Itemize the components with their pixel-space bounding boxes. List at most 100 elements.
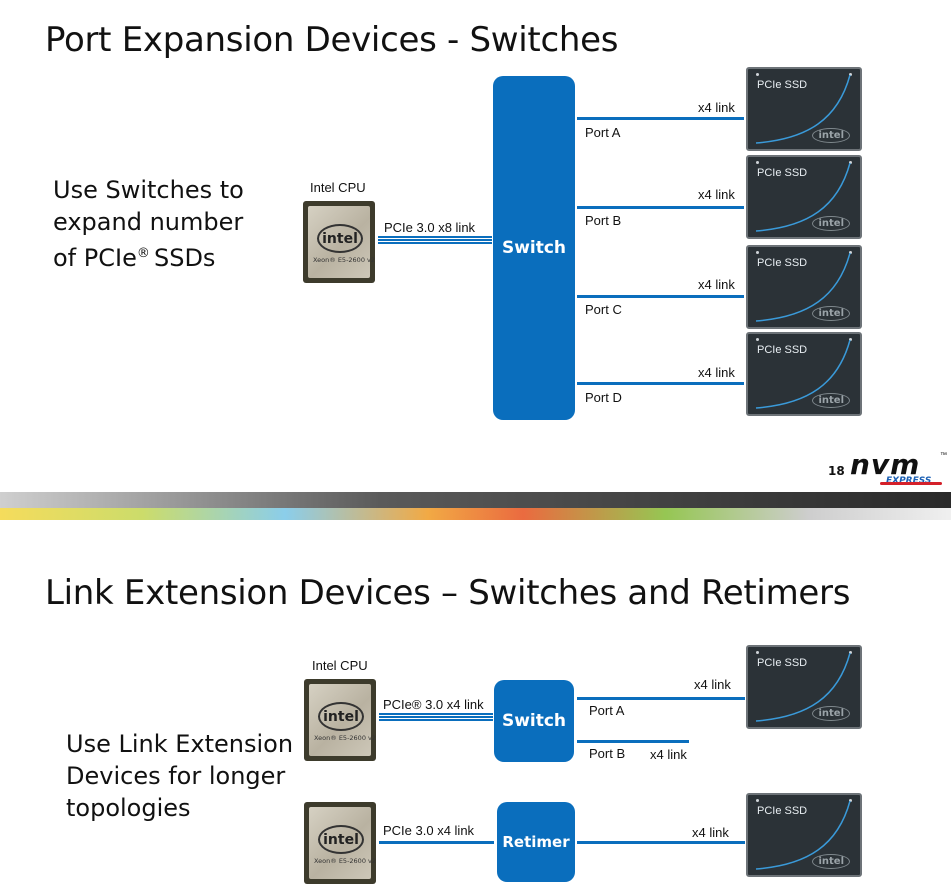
cpu-label: Intel CPU: [310, 180, 366, 195]
ssd-b: PCIe SSD intel: [746, 155, 862, 239]
cpu2-chip: intel Xeon® E5-2600 v2: [304, 802, 376, 884]
bullet-line-3: topologies: [66, 794, 191, 822]
screw-dot: [756, 338, 759, 341]
port-c-label: Port C: [585, 302, 622, 317]
divider-color-stripe: [0, 508, 951, 520]
cpu-face: intel Xeon® E5-2600 v2: [309, 807, 376, 879]
screw-dot: [756, 161, 759, 164]
ssd-label: PCIe SSD: [757, 805, 808, 817]
cpu2-link-line: [379, 841, 494, 844]
intel-logo: intel: [812, 393, 850, 408]
cpu-face: intel Xeon® E5-2600 v2: [308, 206, 375, 278]
swoosh-graphic: [755, 74, 851, 144]
screw-dot: [849, 161, 852, 164]
intel-logo: intel: [812, 216, 850, 231]
ssd-label: PCIe SSD: [757, 657, 808, 669]
screw-dot: [756, 799, 759, 802]
port-b-line: [577, 206, 744, 209]
port-a-line: [577, 117, 744, 120]
swoosh-graphic: [755, 252, 851, 322]
port-a-label: Port A: [585, 125, 621, 140]
screw-dot: [849, 799, 852, 802]
retimer-link-label: x4 link: [692, 825, 729, 840]
cpu1-chip: intel Xeon® E5-2600 v2: [304, 679, 376, 761]
intel-logo: intel: [318, 825, 364, 854]
bullet-line-1: Use Switches to: [53, 176, 244, 204]
switch-box: Switch: [493, 76, 575, 420]
nvm-swoosh: [880, 482, 942, 485]
ssd-d: PCIe SSD intel: [746, 332, 862, 416]
switch-box-2: Switch: [494, 680, 574, 762]
screw-dot: [849, 651, 852, 654]
port-d-label: Port D: [585, 390, 622, 405]
intel-logo: intel: [812, 306, 850, 321]
port-b-label-2: Port B: [589, 746, 626, 761]
cpu-model: Xeon® E5-2600 v2: [314, 857, 377, 865]
divider-dark-band: [0, 492, 951, 508]
page-number: 18: [828, 464, 845, 478]
uplink-line: [378, 236, 492, 244]
slide1-title: Port Expansion Devices - Switches: [45, 20, 619, 60]
ssd-c: PCIe SSD intel: [746, 245, 862, 329]
port-c-line: [577, 295, 744, 298]
intel-logo: intel: [812, 854, 850, 869]
cpu2-link-label: PCIe 3.0 x4 link: [383, 823, 475, 838]
cpu1-link-line: [379, 713, 493, 721]
screw-dot: [849, 251, 852, 254]
port-a-line-2: [577, 697, 745, 700]
cpu-model: Xeon® E5-2600 v2: [314, 734, 377, 742]
port-b-link-2: x4 link: [650, 747, 687, 762]
port-b-link: x4 link: [698, 187, 735, 202]
nvm-logo: nvm: [850, 448, 921, 481]
screw-dot: [849, 73, 852, 76]
ssd-label: PCIe SSD: [757, 257, 808, 269]
ssd-top-2: PCIe SSD intel: [746, 645, 862, 729]
screw-dot: [756, 651, 759, 654]
cpu-chip: intel Xeon® E5-2600 v2: [303, 201, 375, 283]
bullet-line-2: expand number: [53, 208, 244, 236]
uplink-label: PCIe 3.0 x8 link: [384, 220, 476, 235]
bullet-line-3b: SSDs: [153, 244, 216, 272]
cpu1-link-label: PCIe® 3.0 x4 link: [383, 697, 484, 712]
ssd-label: PCIe SSD: [757, 79, 808, 91]
screw-dot: [756, 251, 759, 254]
retimer-link-line: [577, 841, 745, 844]
ssd-label: PCIe SSD: [757, 344, 808, 356]
port-a-link: x4 link: [698, 100, 735, 115]
intel-logo: intel: [812, 706, 850, 721]
trademark-symbol: ™: [940, 452, 947, 459]
cpu-face: intel Xeon® E5-2600 v2: [309, 684, 376, 756]
port-a-link-2: x4 link: [694, 677, 731, 692]
registered-mark: ®: [136, 246, 154, 261]
screw-dot: [756, 73, 759, 76]
port-d-link: x4 link: [698, 365, 735, 380]
screw-dot: [849, 338, 852, 341]
ssd-bottom-2: PCIe SSD intel: [746, 793, 862, 877]
swoosh-graphic: [755, 800, 851, 870]
bullet-line-3: of PCIe® SSDs: [53, 238, 244, 274]
port-b-line-2: [577, 740, 689, 743]
port-b-label: Port B: [585, 213, 622, 228]
bullet-line-1: Use Link Extension: [66, 730, 294, 758]
slide-divider: [0, 486, 951, 532]
cpu-model: Xeon® E5-2600 v2: [313, 256, 376, 264]
swoosh-graphic: [755, 652, 851, 722]
ssd-label: PCIe SSD: [757, 167, 808, 179]
intel-logo: intel: [318, 702, 364, 731]
port-d-line: [577, 382, 744, 385]
intel-logo: intel: [317, 224, 363, 253]
slide2-bullet: Use Link Extension Devices for longer to…: [66, 728, 293, 824]
slide2-title: Link Extension Devices – Switches and Re…: [45, 573, 851, 613]
bullet-line-2: Devices for longer: [66, 762, 286, 790]
slide1-bullet: Use Switches to expand number of PCIe® S…: [53, 174, 244, 274]
bullet-line-3a: of PCIe: [53, 244, 137, 272]
ssd-a: PCIe SSD intel: [746, 67, 862, 151]
cpu1-label: Intel CPU: [312, 658, 368, 673]
port-a-label-2: Port A: [589, 703, 625, 718]
port-c-link: x4 link: [698, 277, 735, 292]
swoosh-graphic: [755, 339, 851, 409]
swoosh-graphic: [755, 162, 851, 232]
nvm-express-text: EXPRESS: [886, 476, 932, 486]
intel-logo: intel: [812, 128, 850, 143]
retimer-box: Retimer: [497, 802, 575, 882]
